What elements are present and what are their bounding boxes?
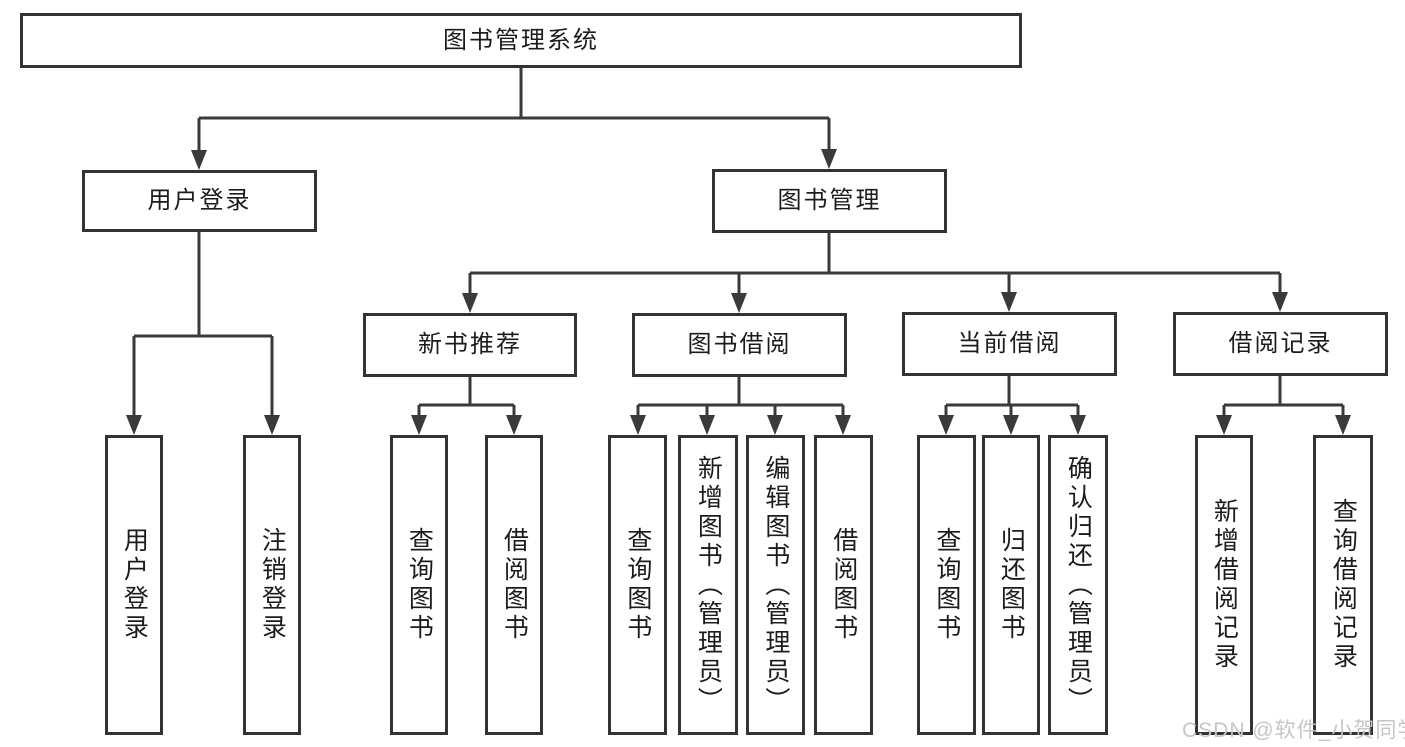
node-root-system: 图书管理系统 (20, 13, 1022, 68)
leaf-current-return-books: 归还图书 (982, 435, 1040, 735)
leaf-current-confirm-return-admin: 确认归还（管理员） (1048, 435, 1108, 735)
leaf-newbook-query-books: 查询图书 (390, 435, 448, 735)
node-book-management: 图书管理 (712, 169, 947, 233)
leaf-records-add-record: 新增借阅记录 (1195, 435, 1253, 735)
node-user-login: 用户登录 (82, 170, 317, 232)
leaf-borrow-query-books: 查询图书 (608, 435, 667, 735)
node-book-borrow: 图书借阅 (632, 313, 847, 377)
leaf-records-query-record: 查询借阅记录 (1313, 435, 1373, 735)
node-current-borrow: 当前借阅 (902, 312, 1117, 376)
node-borrow-records: 借阅记录 (1173, 312, 1388, 376)
leaf-borrow-edit-books-admin: 编辑图书（管理员） (746, 435, 805, 735)
leaf-logout: 注销登录 (243, 435, 301, 735)
leaf-user-login: 用户登录 (105, 435, 163, 735)
leaf-current-query-books: 查询图书 (917, 435, 976, 735)
leaf-newbook-borrow-books: 借阅图书 (485, 435, 543, 735)
leaf-borrow-add-books-admin: 新增图书（管理员） (678, 435, 738, 735)
csdn-watermark: CSDN @软件_小贺同学 (1182, 719, 1405, 742)
leaf-borrow-borrow-books: 借阅图书 (814, 435, 873, 735)
node-new-book-recommend: 新书推荐 (363, 313, 577, 377)
